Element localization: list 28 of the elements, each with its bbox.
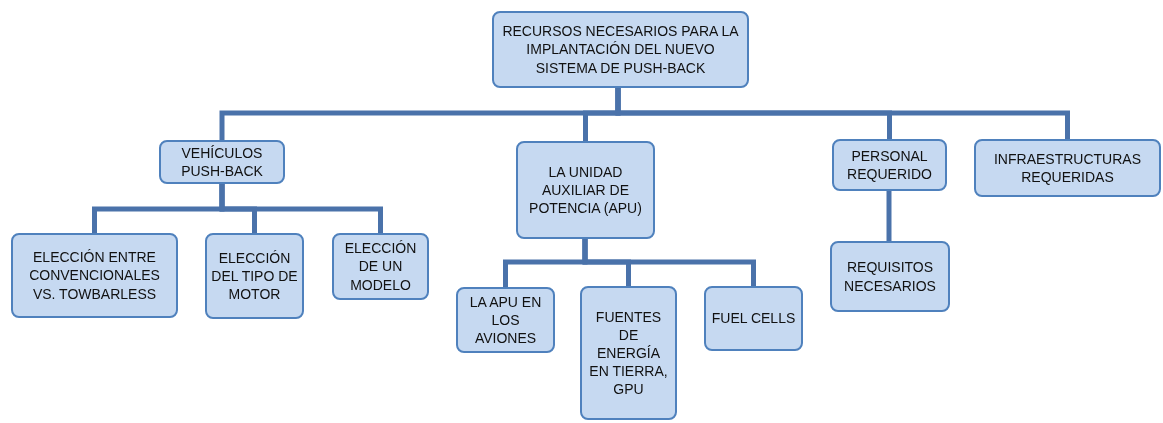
connector-line bbox=[219, 184, 383, 233]
box-label: FUEL CELLS bbox=[711, 309, 796, 328]
box-label: LA UNIDAD AUXILIAR DE POTENCIA (APU) bbox=[528, 162, 643, 218]
topic-box bbox=[974, 139, 1161, 197]
topic-box bbox=[159, 140, 285, 184]
topic-box bbox=[704, 286, 803, 351]
topic-box bbox=[492, 11, 749, 88]
topic-box bbox=[516, 141, 655, 239]
connector-line bbox=[582, 239, 756, 286]
box-label: INFRAESTRUCTURAS REQUERIDAS bbox=[993, 149, 1142, 187]
box-label: PERSONAL REQUERIDO bbox=[846, 146, 933, 184]
connector-line bbox=[886, 191, 892, 241]
topic-box bbox=[456, 287, 555, 353]
box-label: LA APU EN LOS AVIONES bbox=[468, 292, 543, 348]
topic-box bbox=[205, 233, 304, 319]
box-label: FUENTES DE ENERGÍA EN TIERRA, GPU bbox=[588, 307, 669, 399]
box-label: VEHÍCULOS PUSH-BACK bbox=[180, 143, 264, 181]
box-label: ELECCIÓN ENTRE CONVENCIONALES VS. TOWBARLESS bbox=[28, 248, 161, 303]
box-label: REQUISITOS NECESARIOS bbox=[843, 258, 937, 295]
topic-box bbox=[580, 286, 677, 420]
box-label: ELECCIÓN DEL TIPO DE MOTOR bbox=[211, 248, 298, 304]
topic-box bbox=[332, 233, 429, 300]
topic-box bbox=[11, 233, 178, 318]
topic-box bbox=[832, 139, 947, 191]
box-label: RECURSOS NECESARIOS PARA LA IMPLANTACIÓN DEL NUEVO SISTEMA DE PUSH-BACK bbox=[501, 22, 740, 77]
box-label: ELECCIÓN DE UN MODELO bbox=[343, 239, 418, 294]
topic-box bbox=[830, 241, 950, 312]
connector-line bbox=[615, 88, 1070, 139]
